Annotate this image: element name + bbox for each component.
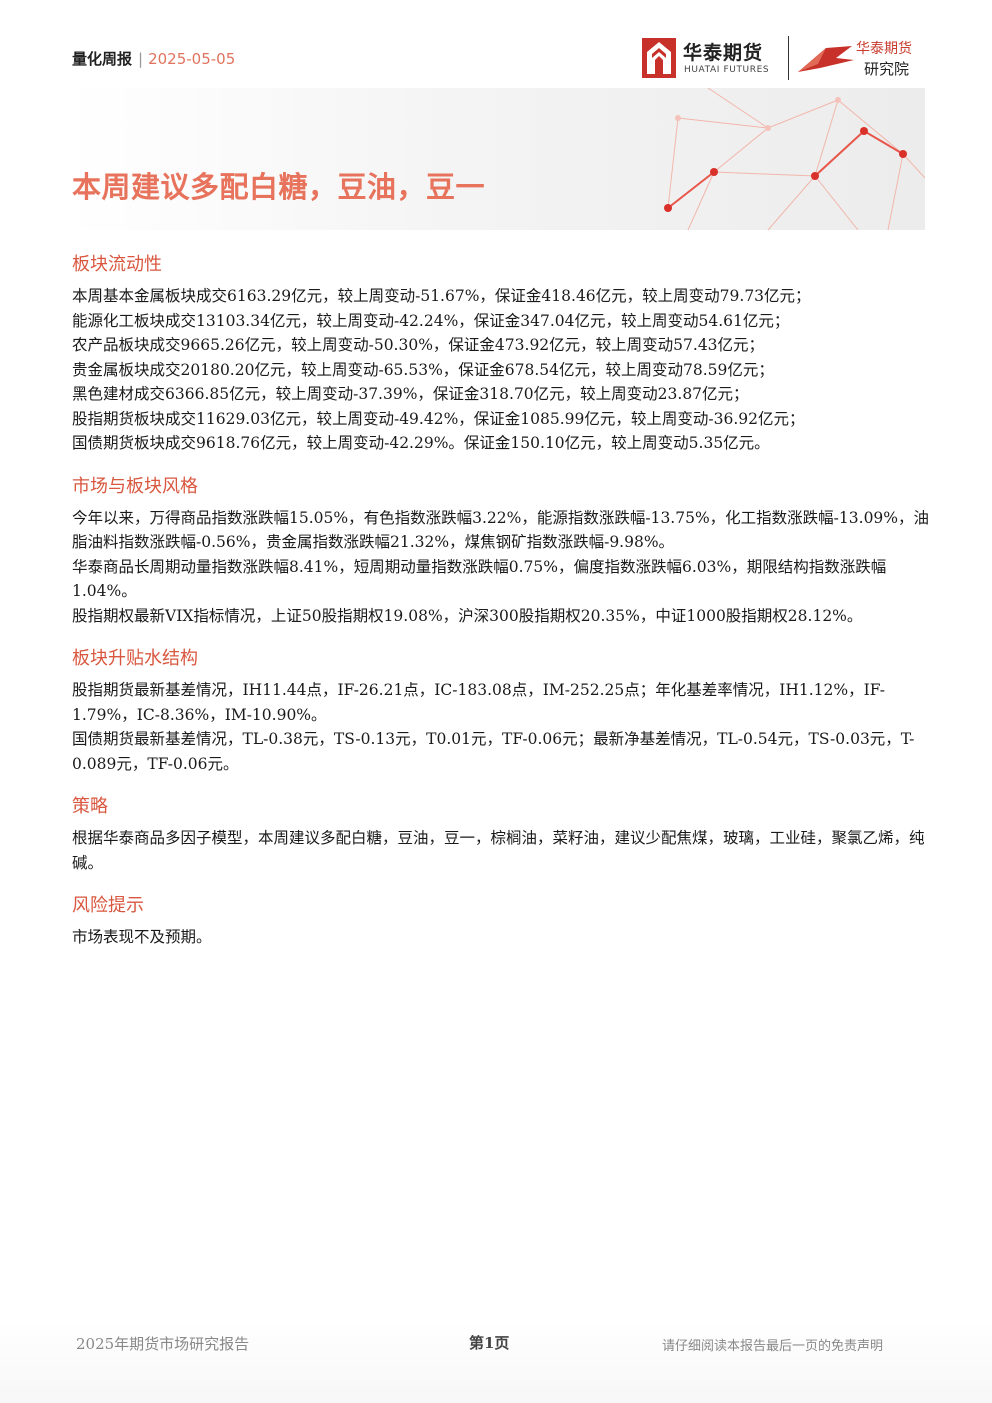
footer-band — [0, 1320, 992, 1403]
report-meta: 量化周报 |2025-05-05 — [72, 48, 235, 69]
title-banner — [68, 88, 925, 230]
paragraph: 国债期货板块成交9618.76亿元，较上周变动-42.29%。保证金150.10… — [72, 434, 770, 452]
paragraph: 股指期权最新VIX指标情况，上证50股指期权19.08%，沪深300股指期权20… — [72, 606, 863, 625]
institute-logo-icon — [798, 46, 854, 72]
section-heading: 板块升贴水结构 — [72, 648, 198, 669]
paragraph: 本周基本金属板块成交6163.29亿元，较上周变动-51.67%，保证金418.… — [72, 287, 811, 305]
disclaimer-note: 请仔细阅读本报告最后一页的免责声明 — [662, 1339, 884, 1354]
logo-cn-text: 华泰期货 — [683, 42, 764, 64]
section-heading: 市场与板块风格 — [72, 475, 198, 497]
paragraph: 股指期货最新基差情况，IH11.44点，IF-26.21点，IC-183.08点… — [72, 681, 886, 724]
section-risk: 风险提示 市场表现不及预期。 — [72, 893, 944, 950]
network-graphic — [664, 88, 925, 230]
paragraph: 农产品板块成交9665.26亿元，较上周变动-50.30%，保证金473.92亿… — [72, 336, 765, 354]
paragraph: 贵金属板块成交20180.20亿元，较上周变动-65.53%，保证金678.54… — [72, 360, 774, 379]
section-heading: 策略 — [72, 796, 108, 817]
paragraph: 华泰商品长周期动量指数涨跌幅8.41%，短周期动量指数涨跌幅0.75%，偏度指数… — [72, 557, 887, 601]
section-strategy: 策略 根据华泰商品多因子模型，本周建议多配白糖，豆油，豆一，棕榈油，菜籽油，建议… — [72, 794, 944, 875]
paragraph: 股指期货板块成交11629.03亿元，较上周变动-49.42%，保证金1085.… — [72, 409, 805, 428]
section-market-style: 市场与板块风格 今年以来，万得商品指数涨跌幅15.05%，有色指数涨跌幅3.22… — [72, 474, 944, 629]
paragraph: 根据华泰商品多因子模型，本周建议多配白糖，豆油，豆一，棕榈油，菜籽油，建议少配焦… — [72, 829, 925, 872]
page-number: 第1页 — [469, 1334, 510, 1352]
institute-name-line1: 华泰期货 — [856, 41, 912, 57]
section-basis-structure: 板块升贴水结构 股指期货最新基差情况，IH11.44点，IF-26.21点，IC… — [72, 646, 944, 776]
footer-report-name: 2025年期货市场研究报告 — [76, 1335, 250, 1353]
paragraph: 今年以来，万得商品指数涨跌幅15.05%，有色指数涨跌幅3.22%，能源指数涨跌… — [72, 508, 930, 552]
paragraph: 国债期货最新基差情况，TL-0.38元，TS-0.13元，T0.01元，TF-0… — [72, 730, 915, 773]
paragraph: 能源化工板块成交13103.34亿元，较上周变动-42.24%，保证金347.0… — [72, 311, 790, 330]
huatai-logo-icon — [642, 38, 676, 78]
logo-divider — [788, 36, 789, 80]
section-heading: 板块流动性 — [72, 254, 162, 275]
report-body: 板块流动性 本周基本金属板块成交6163.29亿元，较上周变动-51.67%，保… — [72, 252, 944, 968]
institute-name-line2: 研究院 — [864, 60, 910, 78]
section-liquidity: 板块流动性 本周基本金属板块成交6163.29亿元，较上周变动-51.67%，保… — [72, 252, 944, 456]
paragraph: 市场表现不及预期。 — [72, 928, 212, 946]
institute-logo: 华泰期货 研究院 — [796, 36, 926, 82]
logo-en-text: HUATAI FUTURES — [684, 65, 770, 75]
paragraph: 黑色建材成交6366.85亿元，较上周变动-37.39%，保证金318.70亿元… — [72, 385, 749, 403]
section-heading: 风险提示 — [72, 895, 144, 916]
huatai-futures-logo: 华泰期货 HUATAI FUTURES — [642, 38, 782, 82]
report-date: 2025-05-05 — [148, 50, 236, 68]
report-type: 量化周报 — [72, 50, 133, 68]
meta-separator: | — [138, 50, 144, 68]
page-title: 本周建议多配白糖，豆油，豆一 — [72, 170, 486, 204]
